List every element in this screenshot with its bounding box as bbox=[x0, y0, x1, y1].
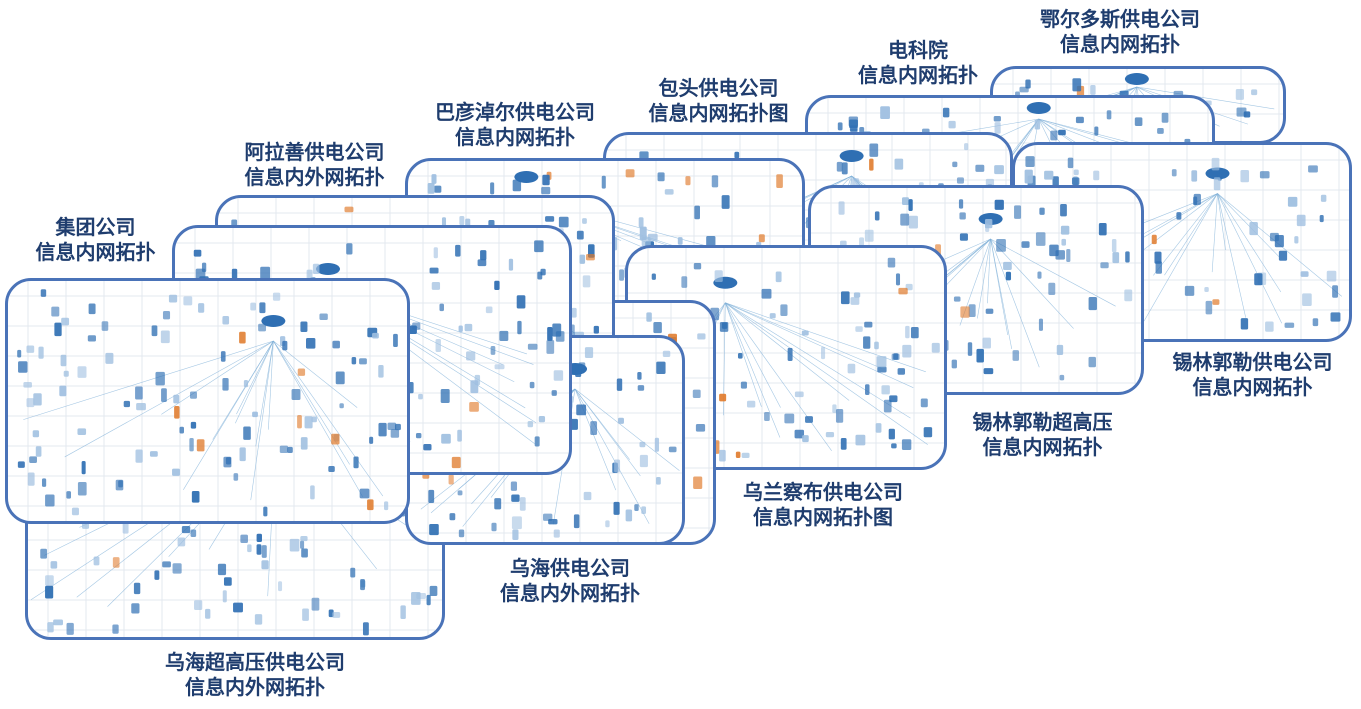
caption-wuhai: 乌海供电公司 信息内外网拓扑 bbox=[480, 556, 660, 606]
caption-line2: 信息内外网拓扑 bbox=[244, 165, 385, 189]
caption-line2: 信息内网拓扑 bbox=[455, 125, 575, 149]
caption-line1: 鄂尔多斯供电公司 bbox=[1040, 7, 1200, 31]
caption-line2: 信息内网拓扑 bbox=[982, 435, 1103, 459]
caption-baotou: 包头供电公司 信息内网拓扑图 bbox=[626, 76, 811, 126]
caption-line2: 信息内网拓扑图 bbox=[648, 101, 789, 125]
caption-line1: 乌海超高压供电公司 bbox=[165, 650, 345, 674]
caption-line1: 乌海供电公司 bbox=[510, 556, 630, 580]
caption-bayannaoer: 巴彦淖尔供电公司 信息内网拓扑 bbox=[415, 100, 615, 150]
caption-line1: 乌兰察布供电公司 bbox=[743, 480, 903, 504]
caption-wuhai-uhv: 乌海超高压供电公司 信息内外网拓扑 bbox=[140, 650, 370, 700]
caption-wulanchabu: 乌兰察布供电公司 信息内网拓扑图 bbox=[718, 480, 928, 530]
caption-line2: 信息内网拓扑图 bbox=[753, 505, 893, 529]
caption-xilinguole-uhv: 锡林郭勒超高压 信息内网拓扑 bbox=[950, 410, 1135, 460]
caption-alashan: 阿拉善供电公司 信息内外网拓扑 bbox=[222, 140, 407, 190]
caption-line2: 信息内外网拓扑 bbox=[500, 581, 640, 605]
caption-line1: 巴彦淖尔供电公司 bbox=[435, 100, 595, 124]
caption-line1: 集团公司 bbox=[55, 215, 136, 239]
caption-line2: 信息内网拓扑 bbox=[858, 63, 978, 87]
caption-eerduosi: 鄂尔多斯供电公司 信息内网拓扑 bbox=[1020, 7, 1220, 57]
caption-line1: 电科院 bbox=[888, 38, 948, 62]
caption-line2: 信息内网拓扑 bbox=[35, 240, 156, 264]
caption-line1: 锡林郭勒超高压 bbox=[972, 410, 1113, 434]
caption-xilinguole: 锡林郭勒供电公司 信息内网拓扑 bbox=[1150, 350, 1355, 400]
caption-line2: 信息内网拓扑 bbox=[1060, 32, 1180, 56]
caption-line1: 阿拉善供电公司 bbox=[244, 140, 385, 164]
caption-diankeyuan: 电科院 信息内网拓扑 bbox=[838, 38, 998, 88]
caption-line2: 信息内网拓扑 bbox=[1192, 375, 1313, 399]
caption-line1: 锡林郭勒供电公司 bbox=[1172, 350, 1333, 374]
topology-card-jituan[interactable] bbox=[5, 278, 410, 524]
caption-line1: 包头供电公司 bbox=[658, 76, 779, 100]
caption-line2: 信息内外网拓扑 bbox=[185, 675, 325, 699]
caption-jituan: 集团公司 信息内网拓扑 bbox=[18, 215, 173, 265]
topology-diagram bbox=[8, 281, 407, 521]
